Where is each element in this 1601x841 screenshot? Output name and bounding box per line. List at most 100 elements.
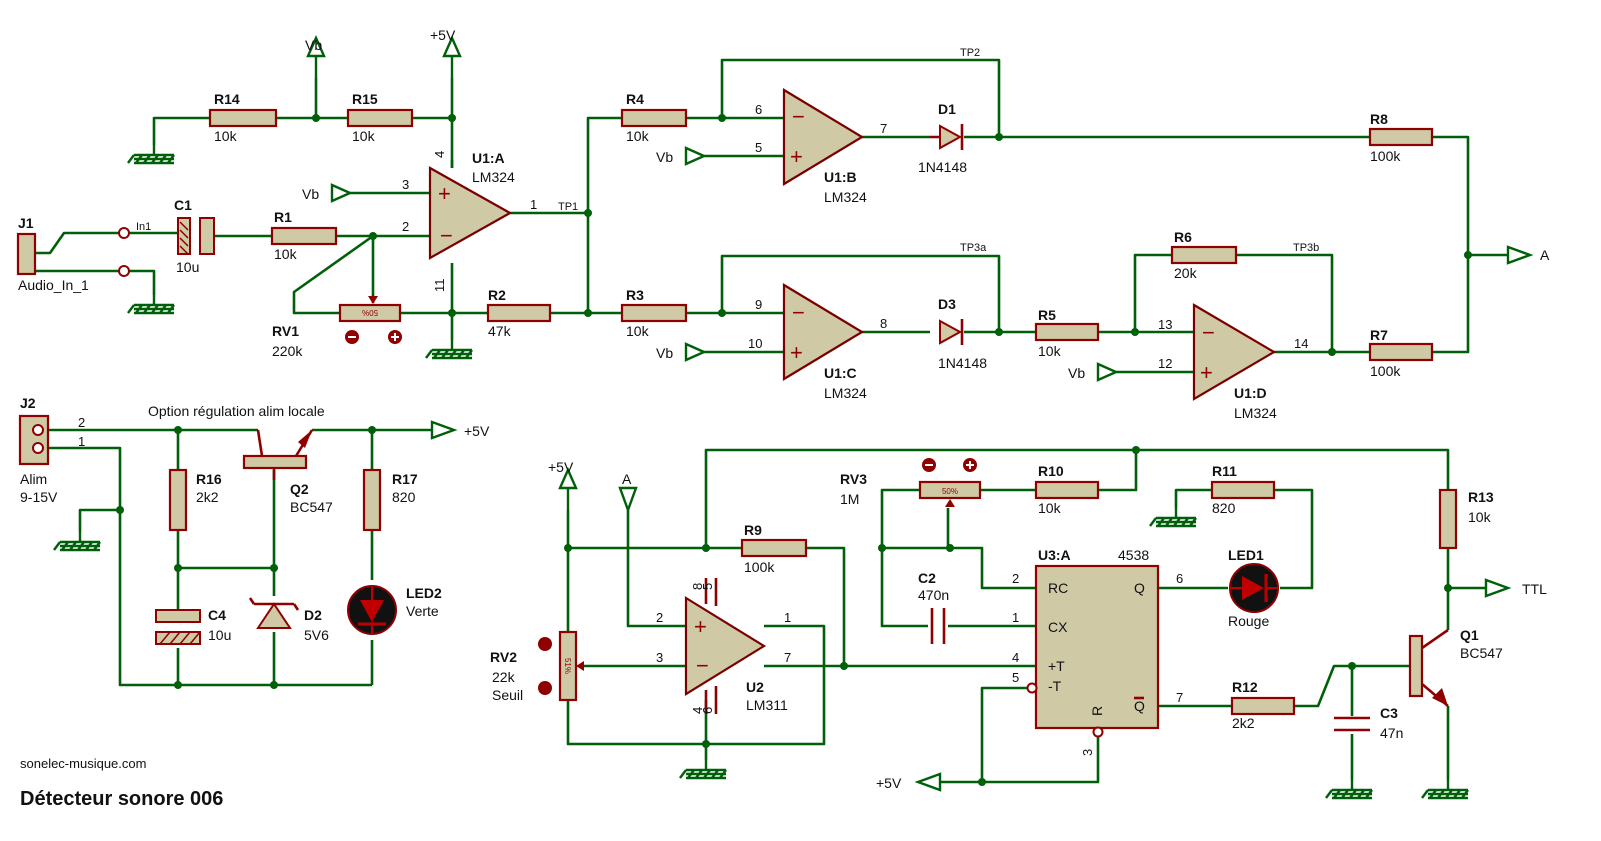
r12-ref: R12 [1232,679,1258,695]
rv2-wiper-label: 51% [563,658,572,674]
r2-ref: R2 [488,287,506,303]
resistor-r6 [1170,245,1238,265]
r10-value: 10k [1038,500,1062,516]
rv2-function: Seuil [492,687,523,703]
resistor-r12 [1230,696,1296,716]
vcc-label: +5V [430,27,456,43]
ground-icon [52,530,102,552]
diode-d3 [939,319,964,345]
u1d-ref: U1:D [1234,385,1267,401]
pin-label: 3 [402,177,409,192]
r5-ref: R5 [1038,307,1056,323]
led1-value: Rouge [1228,613,1269,629]
pin-label: 1 [784,610,791,625]
resistor-r9 [740,538,808,558]
pin-label: 6 [1176,571,1183,586]
vcc-port-icon [914,772,942,792]
ground-icon [1420,778,1470,800]
d3-ref: D3 [938,296,956,312]
net-ports [306,36,1534,792]
r16-ref: R16 [196,471,222,487]
resistor-r17 [362,468,382,532]
d2-ref: D2 [304,607,322,623]
ground-icon [678,758,728,780]
option-label: Option régulation alim locale [148,403,325,419]
q1-value: BC547 [1460,645,1503,661]
resistor-r5 [1034,322,1100,342]
pin-label: 6 [700,707,715,714]
pin-label: 4 [1012,650,1019,665]
r9-ref: R9 [744,522,762,538]
u1b-value: LM324 [824,189,867,205]
d2-value: 5V6 [304,627,329,643]
c3-value: 47n [1380,725,1403,741]
r14-value: 10k [214,128,238,144]
pin-label: 7 [880,121,887,136]
pin-label: 2 [402,219,409,234]
pin-label: 5 [1012,670,1019,685]
page-title: Détecteur sonore 006 [20,788,223,810]
pin-label: 11 [432,279,447,293]
r4-ref: R4 [626,91,644,107]
transistor-q2 [242,429,314,480]
j2-value: Alim [20,471,47,487]
vb-port-icon [684,342,707,362]
resistor-r1 [270,226,338,246]
ttl-label: TTL [1522,581,1547,597]
u1c-ref: U1:C [824,365,857,381]
u1c-value: LM324 [824,385,867,401]
rv1-ref: RV1 [272,323,299,339]
ground-icon [126,293,176,315]
u1d-value: LM324 [1234,405,1277,421]
tp1-label: TP1 [558,201,578,213]
j1-value: Audio_In_1 [18,277,89,293]
labels: R14 10k R15 10k Vb +5V J1 Audio_In_1 In1… [18,27,1550,810]
pin-label: 1 [78,434,85,449]
led1 [1229,563,1279,613]
potentiometer-rv3: 50% [918,458,982,507]
r11-ref: R11 [1212,463,1237,479]
r13-value: 10k [1468,509,1492,525]
ground-icon [1148,506,1198,528]
r6-ref: R6 [1174,229,1192,245]
pin-label: 12 [1158,356,1172,371]
pin-label: 14 [1294,336,1308,351]
a-output-port-icon [1506,245,1534,265]
svg-text:−: − [696,653,709,678]
vb-label: Vb [1068,365,1085,381]
r7-ref: R7 [1370,327,1388,343]
capacitor-c2 [930,608,946,644]
pin-label: 9 [755,297,762,312]
tp3a-label: TP3a [960,242,987,254]
transistor-q1 [1408,628,1449,707]
svg-text:−: − [792,104,805,129]
led1-ref: LED1 [1228,547,1264,563]
u1b-ref: U1:B [824,169,857,185]
vb-label: Vb [656,149,673,165]
svg-text:+: + [790,144,803,169]
u3-pin-q: Q [1134,580,1145,596]
pin-label: 1 [530,197,537,212]
u2-value: LM311 [746,697,788,713]
u3-pin-cx: CX [1048,619,1068,635]
comparator-u2: + − [684,578,767,714]
c2-value: 470n [918,587,949,603]
c3-ref: C3 [1380,705,1398,721]
ic-u3-4538 [1026,564,1160,738]
r10-ref: R10 [1038,463,1064,479]
r4-value: 10k [626,128,650,144]
d1-ref: D1 [938,101,956,117]
svg-text:−: − [1202,320,1215,345]
resistor-r14 [208,108,278,128]
junctions [116,114,1472,786]
c2-ref: C2 [918,570,936,586]
rv2-value: 22k [492,669,516,685]
connector-j1 [16,227,130,277]
pin-label: 3 [1080,749,1095,756]
r15-ref: R15 [352,91,378,107]
r3-ref: R3 [626,287,644,303]
r7-value: 100k [1370,363,1401,379]
resistors [168,108,1458,716]
opamp-u1a: + − [428,160,513,260]
potentiometer-rv2: 51% [538,630,584,702]
